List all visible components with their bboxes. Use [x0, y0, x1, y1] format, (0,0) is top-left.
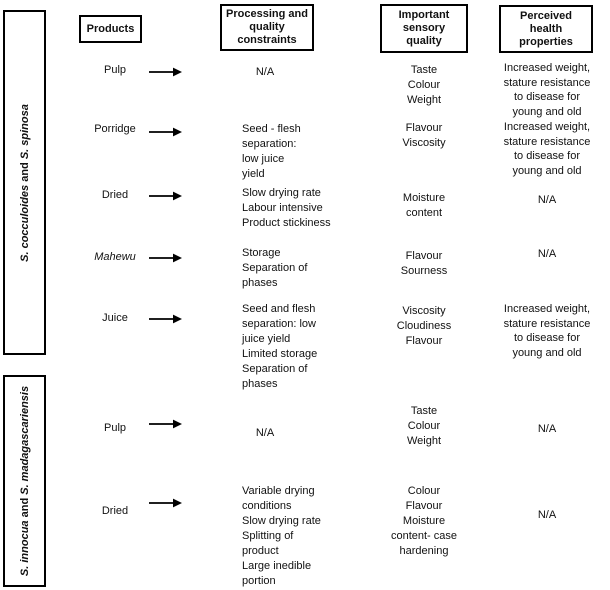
health-cell: Increased weight, stature resistance to … [503, 303, 591, 359]
header-constraints-label: Processing and quality constraints [226, 8, 308, 46]
species-name: S. innocua [18, 520, 31, 577]
species-conjunction: and [18, 161, 31, 182]
constraints-cell: N/A [255, 66, 275, 78]
right-arrow-icon [149, 253, 182, 263]
constraints-cell: N/A [255, 427, 275, 439]
product-label: Juice [102, 312, 128, 324]
product-label: Dried [101, 189, 129, 201]
health-cell: Increased weight, stature resistance to … [503, 62, 591, 118]
product-label: Pulp [103, 422, 127, 434]
species-group-box-1: S. cocculoides and S. spinosa [3, 10, 46, 355]
sensory-cell: Colour Flavour Moisture content- case ha… [390, 485, 458, 557]
sensory-cell: Viscosity Cloudiness Flavour [396, 305, 452, 347]
product-label: Mahewu [94, 251, 136, 263]
species-group-label-2: S. innocua and S. madagascariensis [19, 386, 31, 576]
right-arrow-icon [149, 127, 182, 137]
header-sensory-label: Important sensory quality [398, 9, 450, 47]
right-arrow-icon [149, 314, 182, 324]
health-cell: N/A [537, 194, 557, 206]
product-label: Porridge [94, 123, 136, 135]
header-health-box: Perceived health properties [499, 5, 593, 53]
species-group-label-1: S. cocculoides and S. spinosa [19, 104, 31, 262]
constraints-cell: Slow drying rate Labour intensive Produc… [242, 187, 331, 229]
product-label: Dried [101, 505, 129, 517]
sensory-cell: Taste Colour Weight [406, 405, 442, 447]
right-arrow-icon [149, 419, 182, 429]
right-arrow-icon [149, 191, 182, 201]
sensory-cell: Moisture content [402, 192, 446, 219]
right-arrow-icon [149, 67, 182, 77]
health-cell: N/A [537, 248, 557, 260]
sensory-cell: Flavour Sourness [400, 250, 448, 277]
header-products-box: Products [79, 15, 142, 43]
constraints-cell: Variable drying conditions Slow drying r… [242, 485, 321, 587]
sensory-cell: Flavour Viscosity [402, 122, 446, 149]
header-products-label: Products [86, 22, 135, 35]
header-health-label: Perceived health properties [519, 9, 573, 48]
product-label: Pulp [103, 64, 127, 76]
sensory-cell: Taste Colour Weight [406, 64, 442, 106]
species-group-box-2: S. innocua and S. madagascariensis [3, 375, 46, 587]
header-sensory-box: Important sensory quality [380, 4, 468, 53]
constraints-cell: Seed and flesh separation: low juice yie… [242, 303, 318, 390]
species-name: S. cocculoides [18, 184, 31, 262]
constraints-cell: Storage Separation of phases [242, 247, 308, 289]
health-cell: N/A [537, 509, 557, 521]
header-constraints-box: Processing and quality constraints [220, 4, 314, 51]
species-conjunction: and [18, 497, 31, 518]
species-name: S. madagascariensis [18, 385, 31, 495]
health-cell: N/A [537, 423, 557, 435]
health-cell: Increased weight, stature resistance to … [503, 121, 591, 177]
right-arrow-icon [149, 498, 182, 508]
species-name: S. spinosa [18, 103, 31, 159]
constraints-cell: Seed - flesh separation: low juice yield [242, 123, 301, 180]
